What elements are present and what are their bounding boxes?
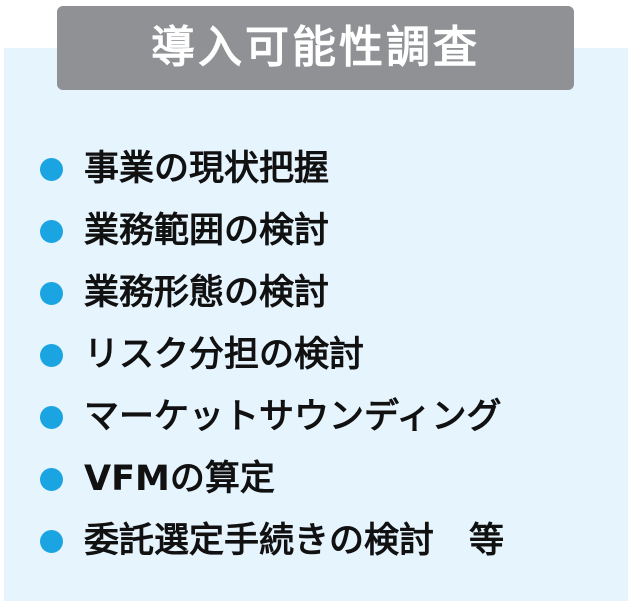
list-item: 委託選定手続きの検討 等	[0, 512, 632, 574]
list-item-label: VFMの算定	[84, 459, 275, 499]
bullet-icon	[40, 344, 63, 367]
list-item: マーケットサウンディング	[0, 388, 632, 450]
list-item: VFMの算定	[0, 450, 632, 512]
bullet-icon	[40, 220, 63, 243]
list-item-label: リスク分担の検討	[84, 335, 365, 375]
bullet-icon	[40, 406, 63, 429]
bullet-icon	[40, 282, 63, 305]
list-item-label: 委託選定手続きの検討 等	[84, 521, 505, 561]
list-item-label: 業務範囲の検討	[84, 211, 330, 251]
list-item: 事業の現状把握	[0, 140, 632, 202]
list-item: リスク分担の検討	[0, 326, 632, 388]
list-item: 業務範囲の検討	[0, 202, 632, 264]
list-item-label: 事業の現状把握	[84, 149, 330, 189]
page-title: 導入可能性調査	[57, 6, 574, 90]
list-item: 業務形態の検討	[0, 264, 632, 326]
bullet-icon	[40, 468, 63, 491]
content-panel	[4, 48, 628, 601]
list-item-label: マーケットサウンディング	[84, 397, 502, 437]
list-item-label: 業務形態の検討	[84, 273, 330, 313]
bullet-icon	[40, 158, 63, 181]
bullet-icon	[40, 530, 63, 553]
topic-list: 事業の現状把握 業務範囲の検討 業務形態の検討 リスク分担の検討 マーケットサウ…	[0, 140, 632, 574]
